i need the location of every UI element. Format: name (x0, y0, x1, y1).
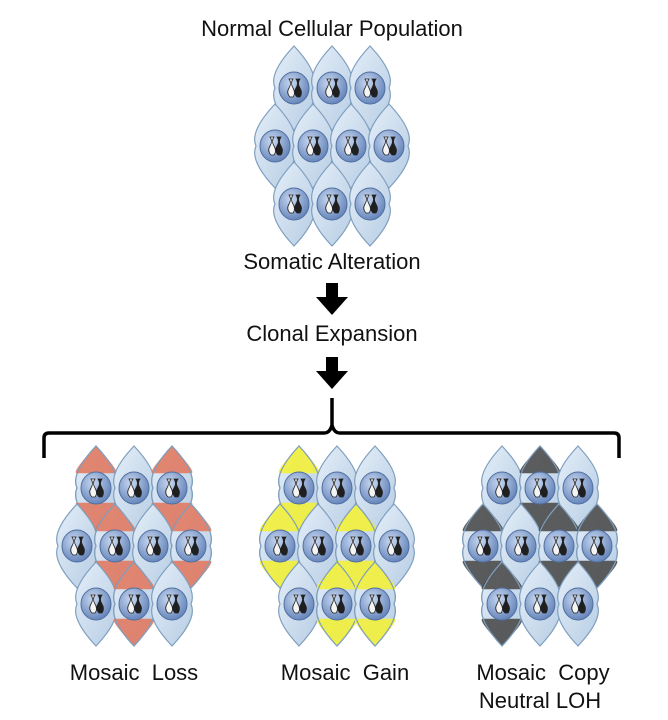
cell (576, 503, 618, 589)
branch-bracket (42, 398, 621, 458)
cell (557, 561, 599, 647)
cell (311, 45, 353, 131)
cell (273, 45, 315, 131)
cell (151, 561, 193, 647)
cell-cluster-mosaic-cn-loh (462, 445, 618, 647)
cell (94, 503, 136, 589)
cell (349, 161, 391, 247)
cell (311, 161, 353, 247)
cell (316, 561, 358, 647)
cell (113, 445, 155, 531)
cell (335, 503, 377, 589)
arrow-down-2 (316, 357, 348, 389)
cell (557, 445, 599, 531)
cell (481, 445, 523, 531)
cell (481, 561, 523, 647)
mosaic-gain-label: Mosaic Gain (280, 660, 410, 685)
cell (538, 503, 580, 589)
cell (273, 161, 315, 247)
clonal-expansion-label: Clonal Expansion (246, 321, 418, 346)
cell-cluster-mosaic-gain (259, 445, 415, 647)
cell (354, 561, 396, 647)
cell (354, 445, 396, 531)
normal-population-title: Normal Cellular Population (201, 16, 463, 41)
cell (368, 103, 410, 189)
cell (278, 561, 320, 647)
arrow-down-1 (316, 283, 348, 315)
cell (56, 503, 98, 589)
cell (278, 445, 320, 531)
cell (330, 103, 372, 189)
mosaic-cn-loh-label-line2: Neutral LOH (478, 688, 602, 713)
mosaic-loss-label: Mosaic Loss (69, 660, 199, 685)
cell (151, 445, 193, 531)
mosaic-cn-loh-label-line1: Mosaic Copy (476, 660, 610, 685)
cell (349, 45, 391, 131)
cell (75, 561, 117, 647)
cell (297, 503, 339, 589)
cell (292, 103, 334, 189)
cell-cluster-normal (254, 45, 410, 247)
somatic-alteration-label: Somatic Alteration (243, 249, 421, 274)
cell (259, 503, 301, 589)
cell (170, 503, 212, 589)
cell (113, 561, 155, 647)
cell-cluster-mosaic-loss (56, 445, 212, 647)
cell (254, 103, 296, 189)
